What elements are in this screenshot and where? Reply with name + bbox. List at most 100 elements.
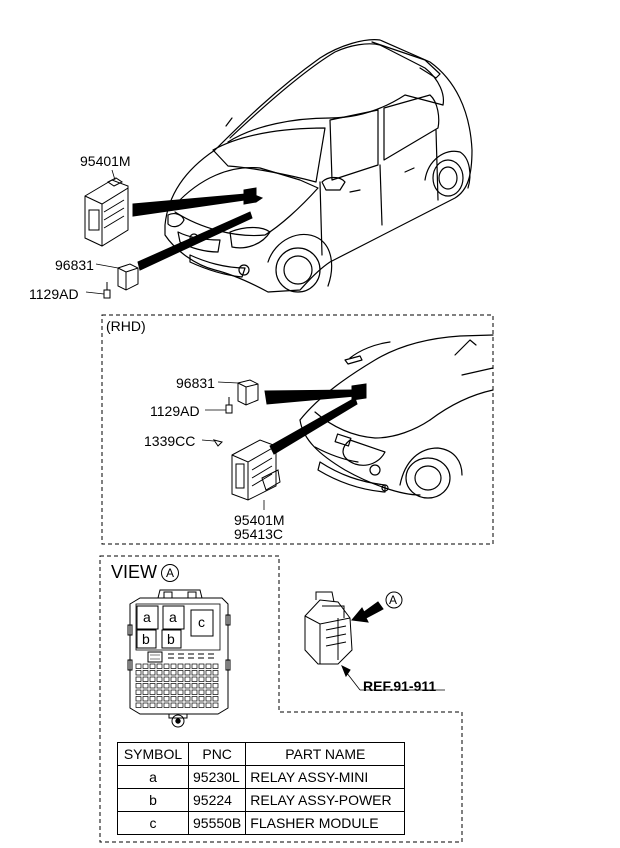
label-1129ad-rhd: 1129AD	[150, 403, 200, 419]
slot-b-2: b	[167, 631, 175, 647]
fuse-cell	[135, 689, 142, 695]
fuse-cell	[170, 676, 177, 682]
fuse-cell	[198, 689, 205, 695]
label-95413c-rhd: 95413C	[234, 526, 284, 542]
fuse-cell	[177, 702, 184, 708]
label-96831-top: 96831	[55, 257, 94, 273]
ref-label: REF.91-911	[363, 678, 437, 694]
label-1129ad-top: 1129AD	[29, 286, 79, 302]
fuse-cell	[163, 663, 170, 669]
view-direction-arrow	[351, 591, 403, 623]
fuse-cell	[198, 702, 205, 708]
fuse-cell	[177, 663, 184, 669]
fuse-cell	[170, 670, 177, 676]
fuse-cell	[205, 663, 212, 669]
fuse-cell	[142, 676, 149, 682]
view-marker-circle: A	[161, 564, 180, 583]
cell-pnc: 95550B	[187, 811, 247, 835]
cell-symbol: c	[117, 811, 189, 835]
fuse-cell	[191, 676, 198, 682]
header-pnc: PNC	[187, 742, 247, 766]
fuse-cell	[205, 702, 212, 708]
fuse-cell	[212, 663, 219, 669]
slot-b-1: b	[142, 631, 150, 647]
table-row: b 95224 RELAY ASSY-POWER	[117, 788, 406, 812]
fuse-cell	[212, 670, 219, 676]
fuse-cell	[184, 696, 191, 702]
bottom-dashed-frame	[99, 555, 463, 843]
table-header-row: SYMBOL PNC PART NAME	[117, 742, 406, 766]
module-96831-rhd	[217, 379, 259, 406]
fuse-cell	[135, 702, 142, 708]
fuse-cell	[177, 683, 184, 689]
cell-symbol: b	[117, 788, 189, 812]
label-rhd: (RHD)	[106, 318, 146, 334]
fuse-cell	[149, 696, 156, 702]
fuse-cell	[170, 689, 177, 695]
fuse-cell	[142, 683, 149, 689]
cell-pnc: 95224	[187, 788, 247, 812]
table-row: a 95230L RELAY ASSY-MINI	[117, 765, 406, 789]
fuse-grid	[135, 663, 219, 708]
fuse-cell	[135, 683, 142, 689]
fuse-cell	[142, 702, 149, 708]
parts-table: SYMBOL PNC PART NAME a 95230L RELAY ASSY…	[117, 742, 406, 835]
module-95401m-top	[84, 169, 129, 247]
slot-c: c	[198, 614, 205, 630]
slot-a-2: a	[169, 609, 177, 625]
fuse-cell	[156, 670, 163, 676]
fuse-cell	[170, 683, 177, 689]
fuse-cell	[198, 683, 205, 689]
fuse-cell	[198, 676, 205, 682]
pointer-wedges-top	[132, 187, 264, 271]
cell-symbol: a	[117, 765, 189, 789]
fuse-cell	[156, 689, 163, 695]
fuse-cell	[205, 689, 212, 695]
fuse-cell	[156, 696, 163, 702]
fuse-cell	[198, 670, 205, 676]
fuse-cell	[156, 663, 163, 669]
pointer-wedges-rhd	[264, 383, 367, 455]
fuse-cell	[156, 702, 163, 708]
screw-1339cc-rhd	[201, 439, 223, 447]
arrow-marker-label: A	[389, 593, 398, 607]
fuse-cell	[163, 702, 170, 708]
fuse-cell	[142, 670, 149, 676]
rhd-dashed-box	[101, 314, 494, 545]
view-label: VIEW	[111, 562, 158, 582]
fuse-cell	[142, 689, 149, 695]
relay-slots	[136, 605, 185, 649]
bolt-1129ad-rhd	[205, 397, 233, 414]
fuse-cell	[135, 663, 142, 669]
fuse-cell	[184, 663, 191, 669]
fuse-cell	[205, 683, 212, 689]
fuse-cell	[191, 663, 198, 669]
fuse-cell	[149, 670, 156, 676]
fuse-cell	[191, 689, 198, 695]
fuse-cell	[184, 683, 191, 689]
fuse-cell	[212, 696, 219, 702]
label-95401m-top: 95401M	[80, 153, 131, 169]
header-part-name: PART NAME	[245, 742, 406, 766]
relay-module-ref	[304, 591, 445, 691]
fuse-cell	[163, 689, 170, 695]
fuse-cell	[184, 702, 191, 708]
fuse-cell	[135, 676, 142, 682]
fuse-cell	[198, 696, 205, 702]
fuse-cell	[149, 663, 156, 669]
fuse-box-view-a	[127, 589, 231, 728]
car-illustration-top	[164, 39, 473, 293]
label-1339cc-rhd: 1339CC	[144, 433, 196, 449]
fuse-cell	[142, 663, 149, 669]
fuse-cell	[177, 689, 184, 695]
fuse-cell	[212, 683, 219, 689]
fuse-cell	[170, 663, 177, 669]
fuse-cell	[191, 696, 198, 702]
fuse-cell	[149, 702, 156, 708]
fuse-cell	[205, 676, 212, 682]
fuse-cell	[142, 696, 149, 702]
bolt-1129ad-top	[85, 282, 111, 299]
fuse-cell	[135, 696, 142, 702]
fuse-cell	[156, 676, 163, 682]
